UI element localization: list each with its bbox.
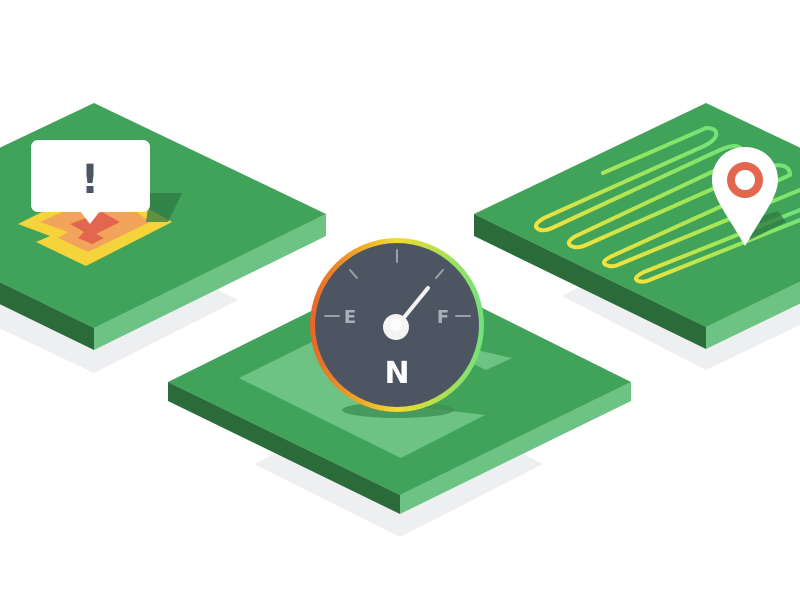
location-pin-shadow bbox=[744, 211, 786, 240]
gauge-empty-label: E bbox=[344, 307, 356, 328]
gauge-nitrogen-label: N bbox=[384, 356, 409, 391]
gauge-full-label: F bbox=[437, 307, 449, 328]
center-tile-side-left bbox=[168, 382, 400, 514]
alert-exclamation-icon: ! bbox=[81, 157, 99, 203]
left-tile-side-left bbox=[0, 282, 94, 350]
tractor-path bbox=[534, 125, 800, 284]
right-tile-side-right bbox=[706, 281, 800, 349]
center-tile: E F N bbox=[168, 238, 631, 537]
fuel-gauge: E F N bbox=[310, 238, 484, 412]
alert-heat-zone bbox=[18, 198, 172, 266]
right-tile-top bbox=[474, 103, 800, 327]
center-tile-side-right bbox=[400, 382, 631, 514]
left-tile: ! bbox=[0, 103, 326, 373]
right-tile bbox=[474, 103, 800, 370]
right-tile-side-left bbox=[474, 214, 706, 349]
gauge-ticks bbox=[324, 249, 471, 317]
alert-bubble-shadow bbox=[146, 193, 182, 222]
left-tile-side-right bbox=[94, 214, 326, 350]
alert-bubble[interactable]: ! bbox=[31, 140, 150, 224]
location-pin-icon[interactable] bbox=[712, 147, 778, 246]
